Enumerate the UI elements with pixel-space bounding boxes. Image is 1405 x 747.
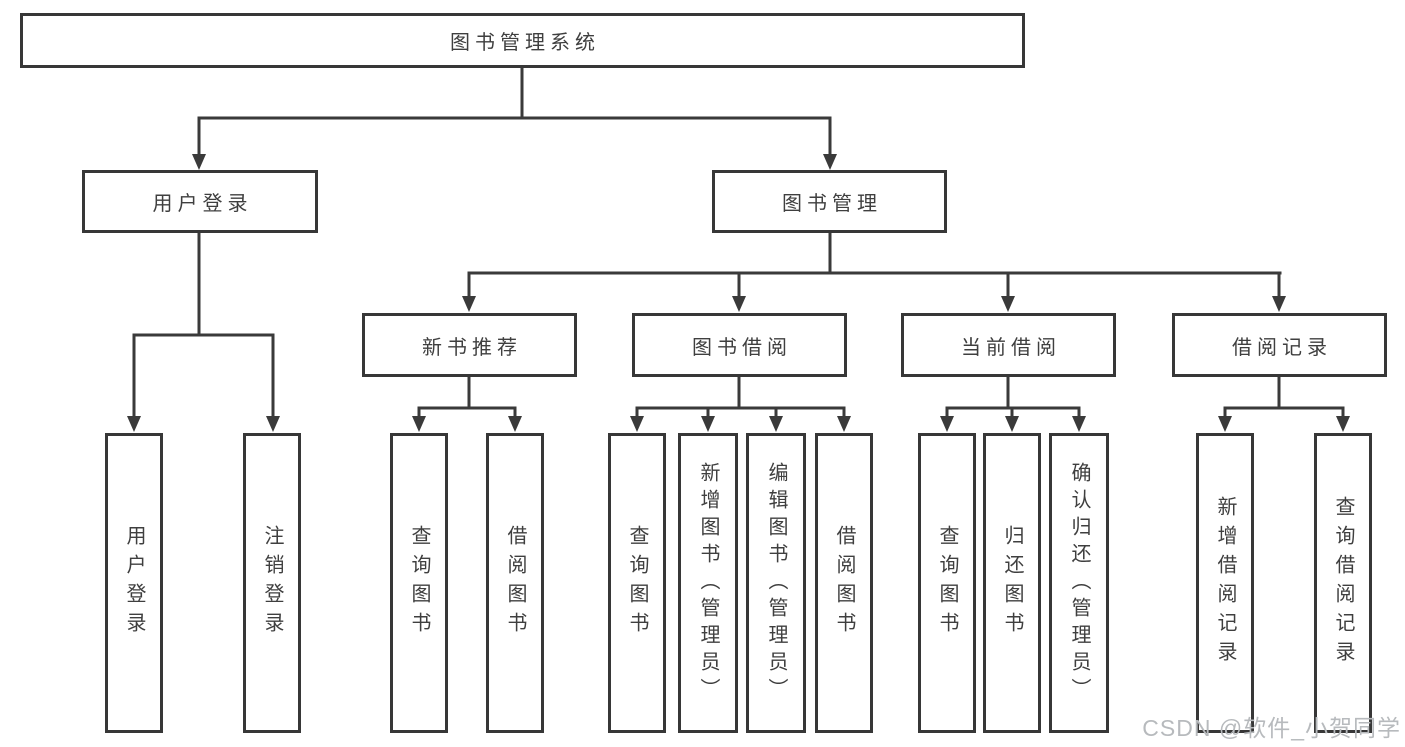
node-label: 新书推荐 bbox=[422, 336, 522, 359]
node-borrowing-records: 借阅记录 bbox=[1172, 313, 1387, 377]
leaf-query-books-recommend: 查询图书 bbox=[390, 433, 448, 733]
node-label: 图书管理系统 bbox=[450, 32, 600, 54]
node-library-management-system: 图书管理系统 bbox=[20, 13, 1025, 68]
node-book-borrowing: 图书借阅 bbox=[632, 313, 847, 377]
leaf-return-books: 归还图书 bbox=[983, 433, 1041, 733]
leaf-query-books-borrow: 查询图书 bbox=[608, 433, 666, 733]
leaf-add-borrow-record: 新增借阅记录 bbox=[1196, 433, 1254, 733]
leaf-user-login: 用户登录 bbox=[105, 433, 163, 733]
node-label: 图书管理 bbox=[782, 193, 882, 215]
node-label: 当前借阅 bbox=[961, 336, 1061, 359]
leaf-confirm-return-admin: 确认归还（管理员） bbox=[1049, 433, 1109, 733]
leaf-edit-books-admin: 编辑图书（管理员） bbox=[746, 433, 806, 733]
leaf-logout: 注销登录 bbox=[243, 433, 301, 733]
node-label: 图书借阅 bbox=[692, 336, 792, 359]
node-current-borrowing: 当前借阅 bbox=[901, 313, 1116, 377]
node-label: 用户登录 bbox=[152, 193, 253, 215]
node-user-login: 用户登录 bbox=[82, 170, 318, 233]
csdn-watermark: CSDN @软件_小贺同学 bbox=[1142, 715, 1401, 741]
leaf-query-borrow-record: 查询借阅记录 bbox=[1314, 433, 1372, 733]
leaf-query-books-current: 查询图书 bbox=[918, 433, 976, 733]
node-label: 借阅记录 bbox=[1232, 336, 1332, 359]
leaf-add-books-admin: 新增图书（管理员） bbox=[678, 433, 738, 733]
leaf-borrow-books-recommend: 借阅图书 bbox=[486, 433, 544, 733]
node-new-book-recommendation: 新书推荐 bbox=[362, 313, 577, 377]
node-book-management: 图书管理 bbox=[712, 170, 947, 233]
leaf-borrow-books: 借阅图书 bbox=[815, 433, 873, 733]
